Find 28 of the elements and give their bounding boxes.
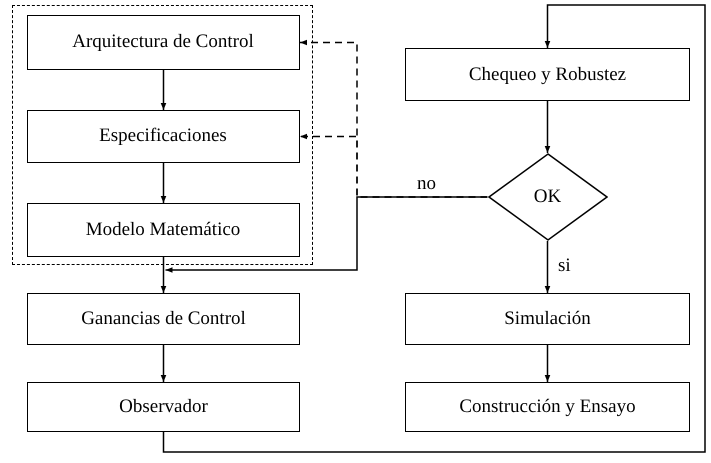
arrow	[544, 241, 550, 293]
box-label: Construcción y Ensayo	[459, 396, 636, 418]
process-box	[26, 110, 300, 162]
arrow	[160, 345, 166, 382]
process-box	[27, 382, 300, 432]
box-label: Simulación	[504, 308, 591, 330]
box-label: OK	[534, 186, 562, 208]
process-box	[405, 382, 690, 432]
dashed-group-frame	[12, 5, 313, 265]
arrow	[160, 163, 166, 203]
arrow	[166, 196, 488, 273]
box-label: Modelo Matemático	[86, 218, 240, 240]
decision-diamond	[488, 153, 608, 241]
process-box	[26, 202, 300, 256]
box-label: Arquitectura de Control	[72, 31, 254, 53]
box-label: Chequeo y Robustez	[468, 64, 626, 86]
arrow	[160, 70, 166, 110]
arrow	[160, 257, 166, 293]
arrow	[544, 101, 550, 153]
box-label: Especificaciones	[99, 125, 227, 147]
process-box	[405, 48, 690, 101]
process-box	[26, 14, 300, 70]
box-label: Ganancias de Control	[81, 308, 246, 330]
process-box	[405, 293, 690, 345]
box-label: Observador	[119, 396, 208, 418]
process-box	[27, 293, 300, 345]
arrow	[162, 4, 706, 453]
arrow	[544, 345, 550, 382]
